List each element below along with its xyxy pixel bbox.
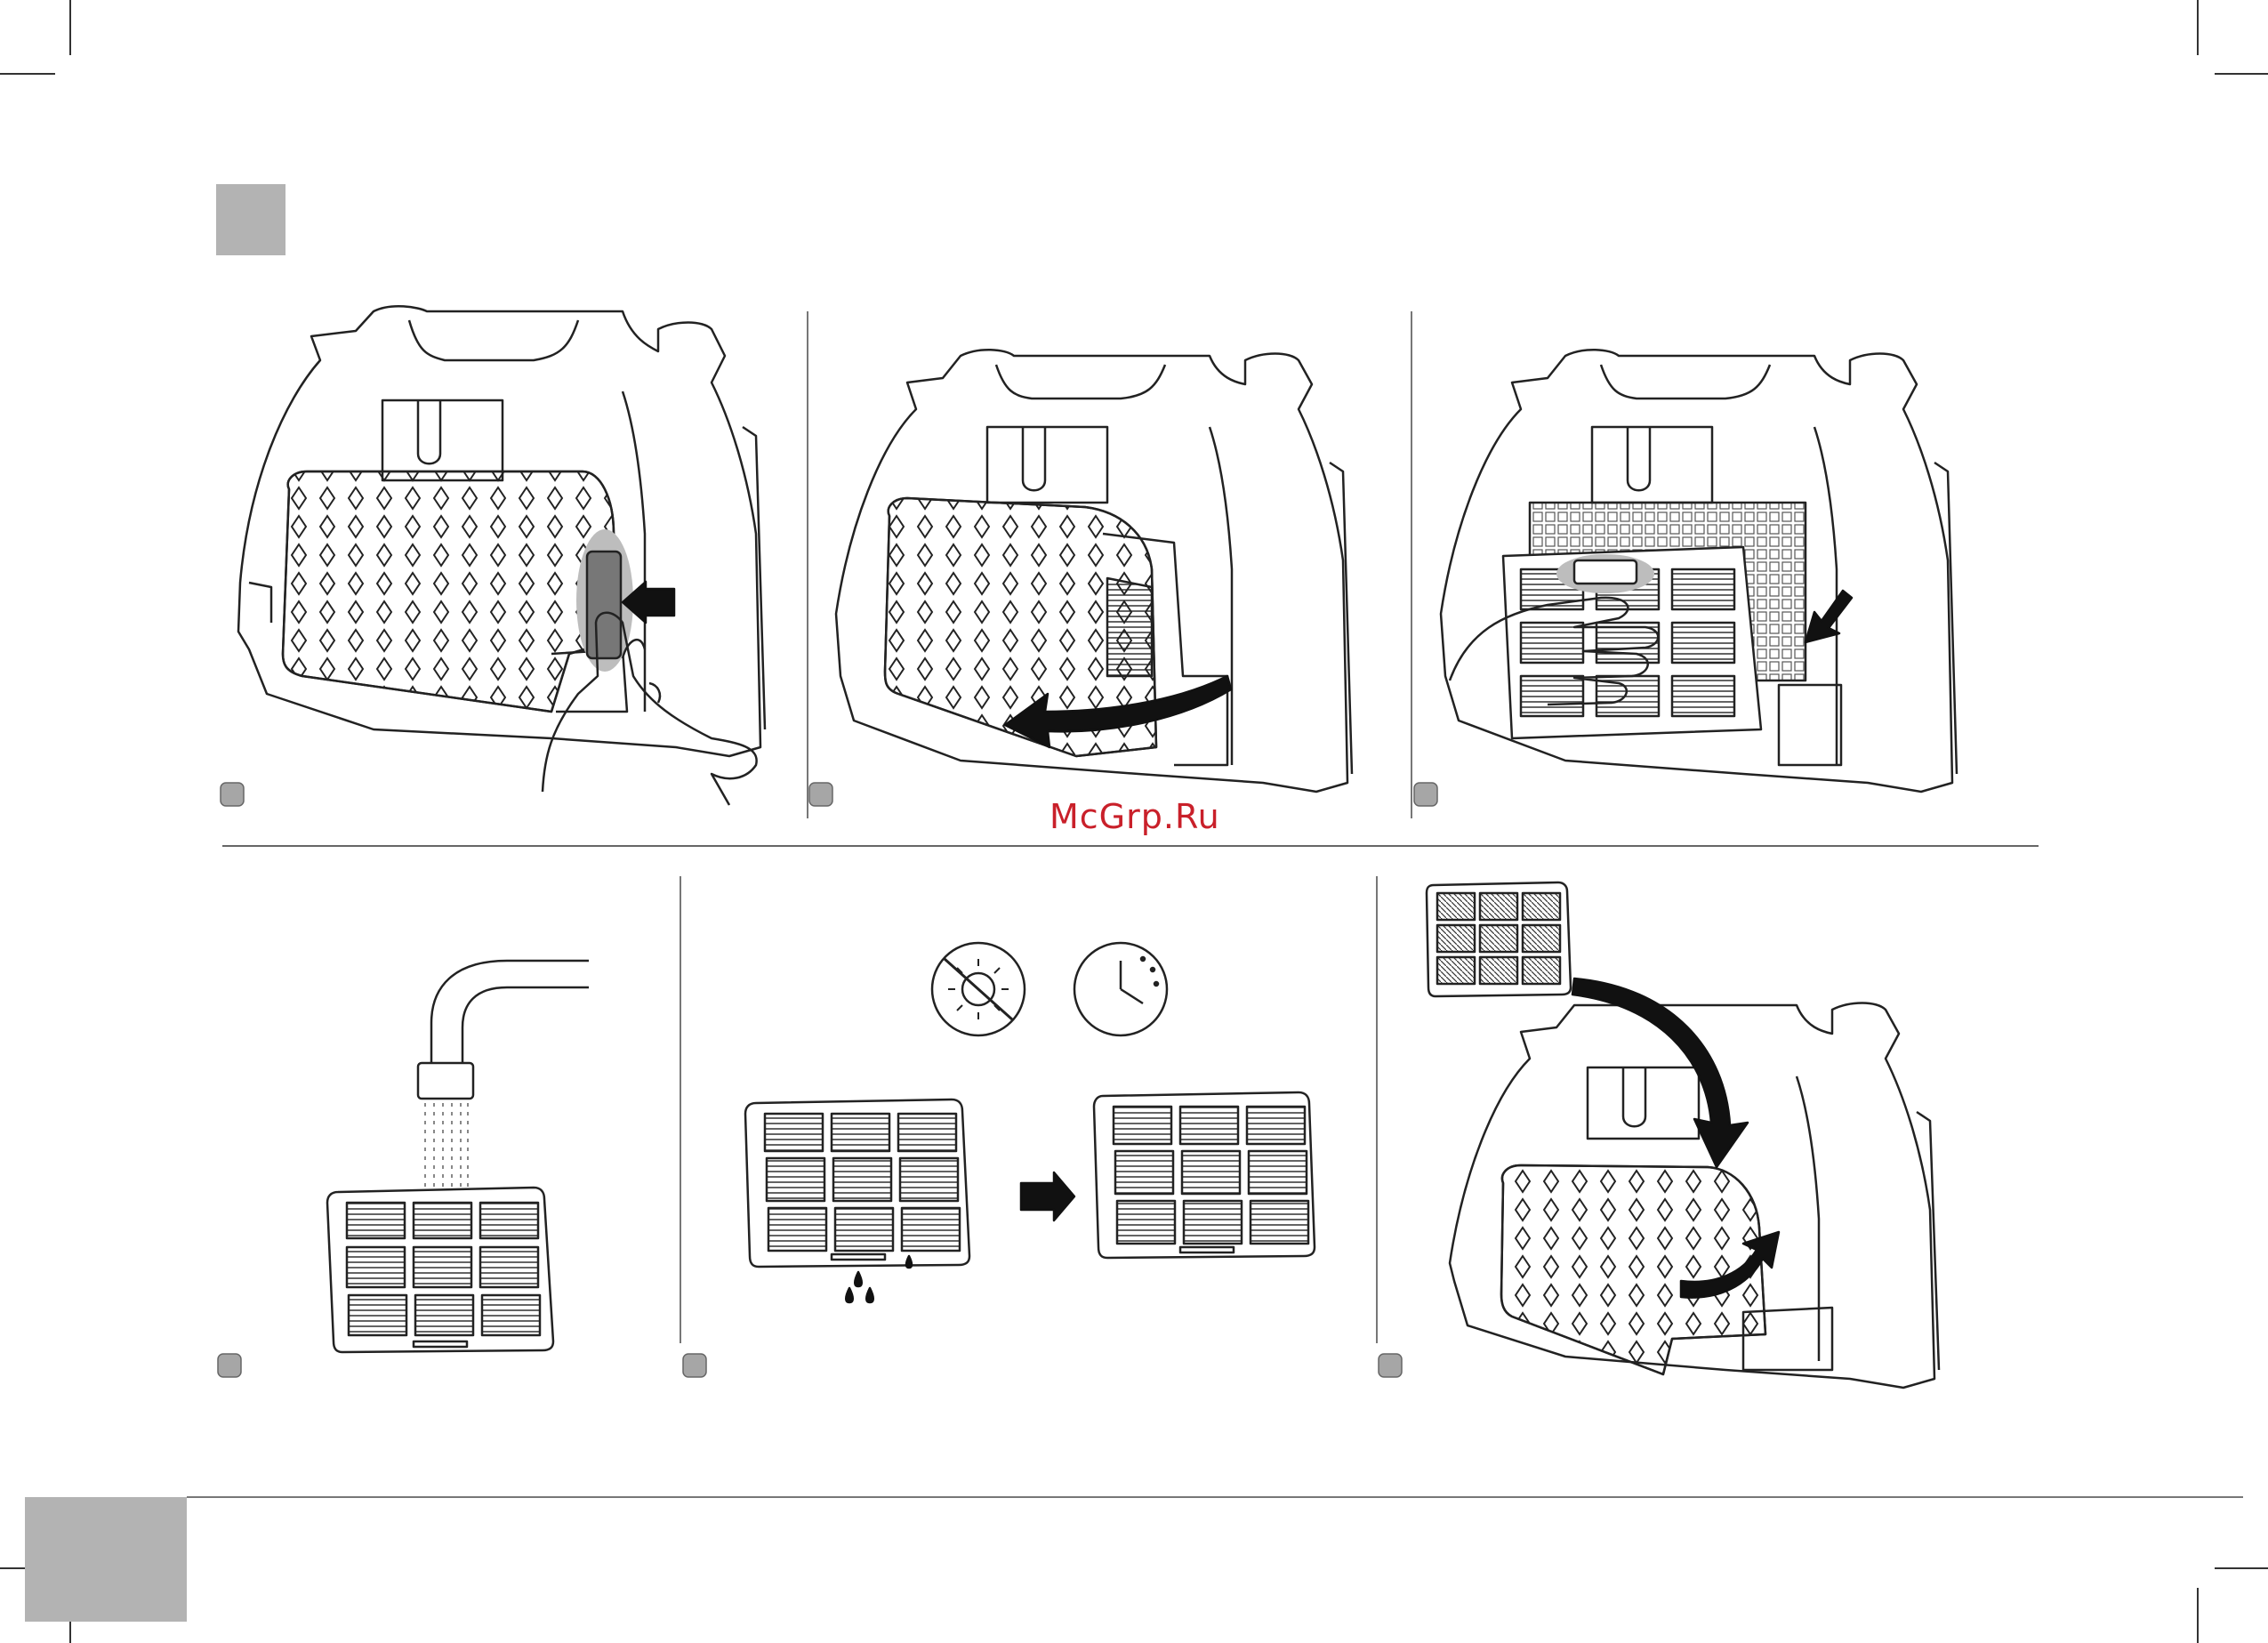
arrow-right-icon	[1021, 1172, 1074, 1220]
hepa-filter-icon	[327, 1188, 553, 1352]
step-badge-2	[809, 783, 832, 806]
clock-icon	[1074, 943, 1167, 1035]
step-2-illustration	[836, 350, 1352, 792]
hepa-filter-icon	[1503, 547, 1761, 738]
step-1-illustration	[238, 306, 765, 805]
page-number-tab	[25, 1497, 187, 1622]
step-5-illustration	[745, 943, 1315, 1302]
hepa-filter-icon	[1427, 882, 1571, 996]
filter-grille-icon	[1501, 1165, 1765, 1374]
step-4-illustration	[327, 961, 589, 1352]
watermark-text: McGrp.Ru	[1050, 797, 1220, 836]
step-badge-5	[683, 1354, 706, 1377]
dry-filter-icon	[1094, 1092, 1315, 1258]
section-marker	[216, 184, 286, 255]
filter-grille-icon	[283, 471, 627, 712]
step-badge-1	[221, 783, 244, 806]
no-sun-icon	[932, 943, 1025, 1035]
step-badge-3	[1414, 783, 1437, 806]
step-6-illustration	[1427, 882, 1939, 1388]
pull-arrow-icon	[1806, 591, 1852, 642]
step-badge-6	[1379, 1354, 1402, 1377]
wet-filter-icon	[745, 1099, 969, 1302]
step-badge-4	[218, 1354, 241, 1377]
step-3-illustration	[1441, 350, 1957, 792]
